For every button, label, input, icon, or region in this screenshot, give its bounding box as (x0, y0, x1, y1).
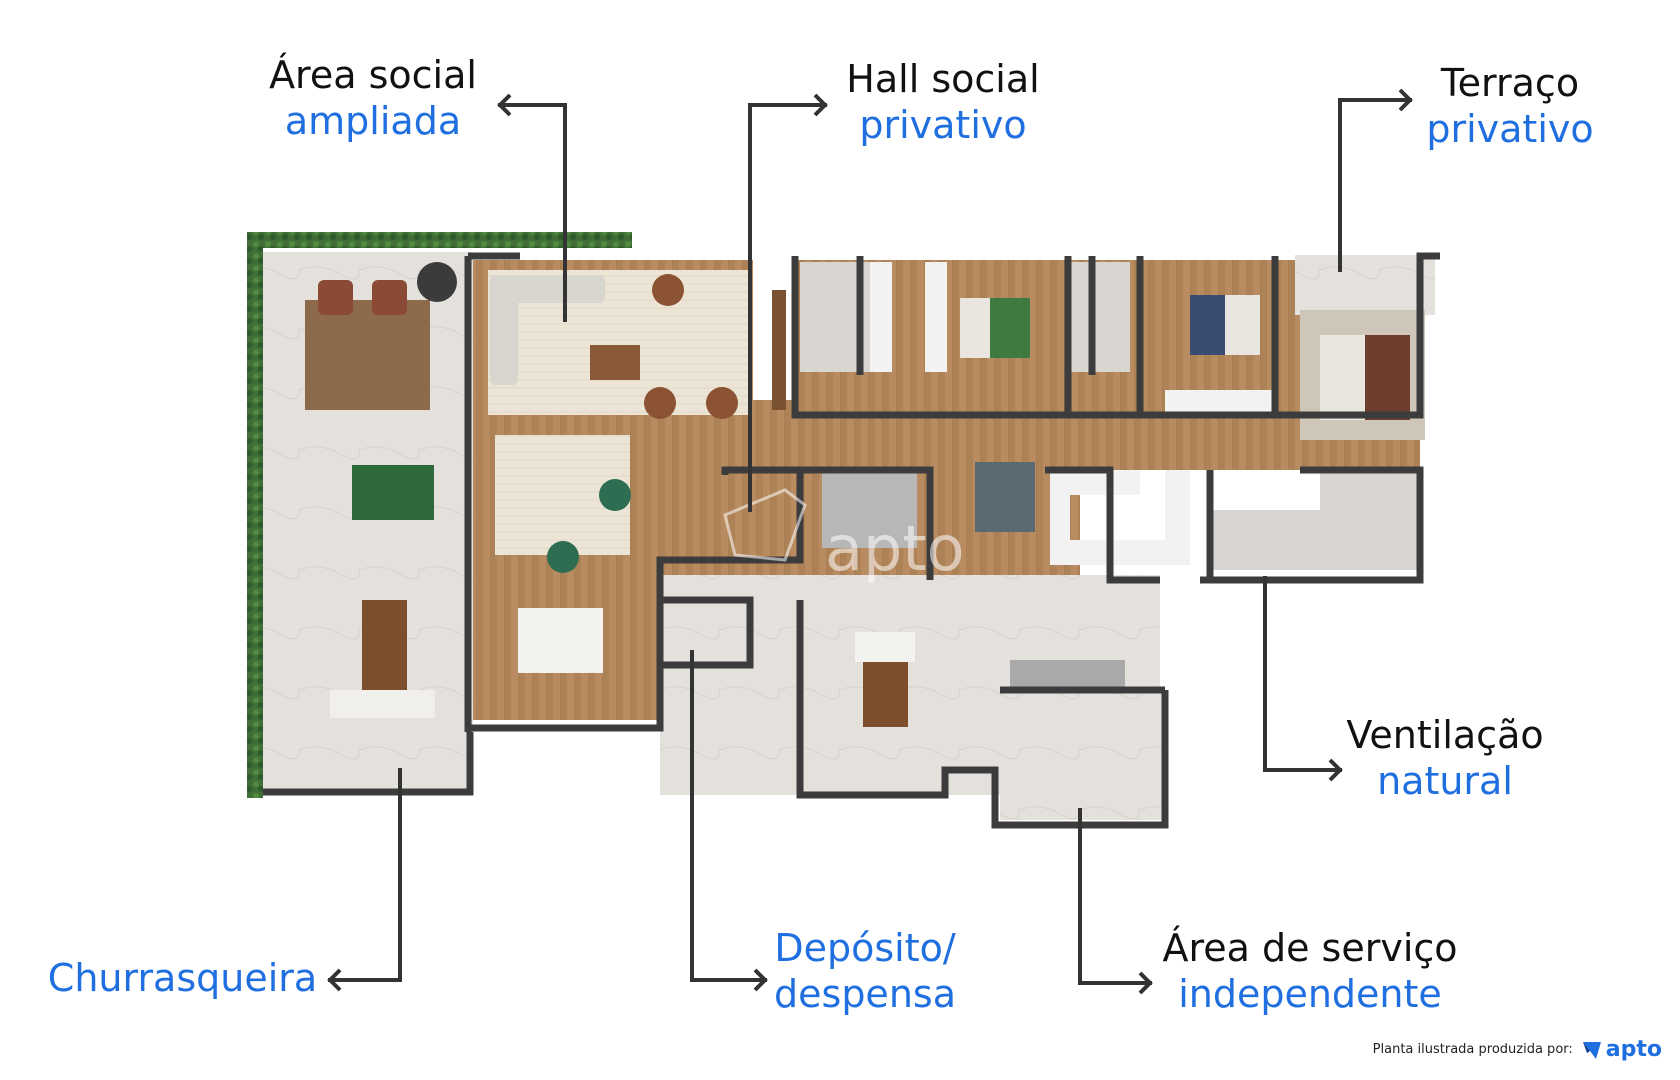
tv-console (772, 290, 786, 410)
apto-logo-icon (1582, 1041, 1601, 1059)
armchair-2 (644, 387, 676, 419)
arrow-hall-social (748, 103, 827, 512)
credit-brand: apto (1581, 1037, 1662, 1062)
arrow-churrasqueira (328, 768, 402, 982)
terrace-table (362, 600, 407, 690)
service-floor (1000, 690, 1165, 820)
closet-3 (1165, 390, 1275, 412)
arrow-ventilacao (1263, 576, 1342, 772)
label-deposito: Depósito/ despensa (770, 925, 960, 1018)
hedge (247, 232, 263, 798)
label-area-social: Área social ampliada (258, 52, 488, 145)
terrace-private-floor (1295, 255, 1435, 315)
credit: Planta ilustrada produzida por: apto (1373, 1037, 1662, 1062)
label-hall-social-line2: privativo (859, 103, 1027, 148)
terrace-counter (330, 690, 435, 718)
service-counter (1010, 660, 1125, 690)
callout-lines (328, 98, 1412, 985)
arrowhead-churrasqueira (327, 968, 342, 992)
arrow-deposito (690, 650, 767, 982)
sofa-side (490, 275, 518, 385)
bed-2-cover (1190, 295, 1225, 355)
hedge-top (247, 232, 632, 248)
terrace-rug (305, 300, 430, 410)
walls (263, 252, 1440, 829)
terrace-armchair-1 (318, 280, 353, 315)
hall-rug (975, 462, 1035, 532)
arrowhead-terraco (1398, 88, 1413, 112)
armchair-green-1 (599, 479, 631, 511)
label-deposito-line2: despensa (774, 972, 956, 1017)
bath-floor-2 (1070, 262, 1130, 372)
label-ventilacao-line1: Ventilação (1346, 713, 1544, 757)
label-ventilacao: Ventilação natural (1345, 712, 1545, 805)
arrowhead-ventilacao (1328, 758, 1343, 782)
bath-floor-3 (1320, 470, 1420, 570)
dining-table (518, 608, 603, 673)
label-hall-social: Hall social privativo (838, 56, 1048, 149)
terrace-armchair-2 (372, 280, 407, 315)
label-ventilacao-line2: natural (1377, 759, 1513, 804)
label-churrasqueira-line1: Churrasqueira (47, 956, 318, 1000)
armchair-green-2 (547, 541, 579, 573)
arrowhead-deposito (753, 968, 768, 992)
arrowheads (327, 88, 1413, 995)
watermark-text: apto (825, 512, 965, 585)
label-area-servico: Área de serviço independente (1160, 925, 1460, 1018)
label-terraco-line2: privativo (1426, 107, 1594, 152)
arrowhead-area-social (497, 93, 512, 117)
credit-brand-text: apto (1605, 1037, 1662, 1062)
coffee-table (590, 345, 640, 380)
label-churrasqueira: Churrasqueira (40, 955, 325, 1001)
arrowhead-hall-social (813, 93, 828, 117)
label-terraco: Terraço privativo (1420, 60, 1600, 153)
label-area-social-line2: ampliada (284, 99, 462, 144)
arrow-terraco (1338, 98, 1412, 272)
label-area-social-line1: Área social (269, 53, 477, 97)
arrow-area-social (498, 103, 567, 322)
label-deposito-line1: Depósito/ (774, 926, 956, 970)
bed-1-cover (990, 298, 1030, 358)
arrowhead-area-servico (1138, 971, 1153, 995)
armchair-1 (652, 274, 684, 306)
watermark: apto (723, 488, 965, 585)
label-area-servico-line1: Área de serviço (1162, 926, 1458, 970)
closet-2 (925, 262, 947, 372)
kitchen-island (855, 632, 915, 662)
terrace-round-table (417, 262, 457, 302)
credit-text: Planta ilustrada produzida por: (1372, 1042, 1573, 1057)
label-terraco-line1: Terraço (1440, 61, 1580, 105)
label-area-servico-line2: independente (1178, 972, 1442, 1017)
closet-1 (870, 262, 892, 372)
arrow-area-servico (1078, 808, 1152, 985)
bath-floor-4 (1210, 510, 1320, 570)
elevator-hall (822, 473, 917, 548)
sofa (490, 275, 605, 303)
bed-3-cover (1365, 335, 1410, 420)
green-rug (352, 465, 434, 520)
armchair-3 (706, 387, 738, 419)
closet-walkin (1050, 470, 1190, 565)
label-hall-social-line1: Hall social (846, 57, 1040, 101)
kitchen-table (863, 662, 908, 727)
